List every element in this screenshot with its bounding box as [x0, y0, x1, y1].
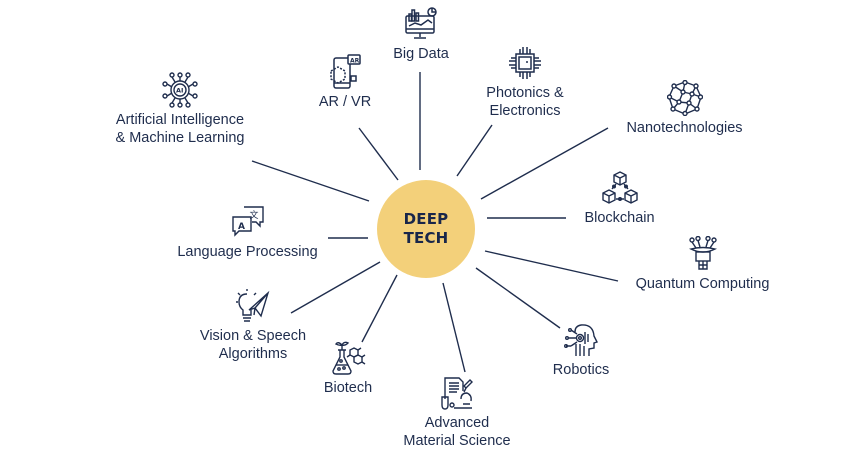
svg-text:A: A	[238, 222, 245, 232]
connector-vision	[290, 261, 381, 314]
blockchain-cubes-icon	[601, 171, 638, 204]
node-blockchain: Blockchain	[572, 170, 667, 227]
quantum-computer-icon	[688, 236, 717, 270]
microscope-document-icon	[441, 377, 473, 410]
node-label: Quantum Computing	[635, 276, 770, 292]
microchip-icon	[509, 47, 541, 79]
connector-nano	[480, 127, 609, 200]
node-label: Big Data	[393, 46, 449, 62]
deep-tech-hub: DEEP TECH	[377, 180, 475, 278]
ai-chip-icon: AI	[162, 72, 198, 108]
node-label: Biotech	[323, 380, 373, 396]
connector-photonics	[456, 124, 493, 177]
molecule-network-icon	[666, 80, 703, 116]
node-big-data: Big Data	[379, 6, 463, 63]
connector-ai-ml	[251, 160, 370, 202]
flask-molecule-icon	[332, 341, 366, 375]
hub-line-1: DEEP	[403, 210, 449, 228]
connector-ar-vr	[358, 127, 399, 181]
node-quantum: Quantum Computing	[620, 236, 785, 293]
connector-biotech	[361, 274, 398, 343]
hub-line-2: TECH	[403, 229, 449, 247]
node-nano: Nanotechnologies	[612, 80, 757, 137]
node-label-line-1: Photonics &	[486, 85, 564, 101]
svg-text:AI: AI	[176, 87, 183, 95]
node-material: Advanced Material Science	[387, 375, 527, 450]
node-label: Nanotechnologies	[626, 120, 743, 136]
robot-head-icon	[564, 324, 598, 356]
lightbulb-plane-icon	[236, 289, 270, 322]
ar-phone-icon: AR	[330, 54, 361, 89]
node-robotics: Robotics	[540, 322, 622, 379]
node-biotech: Biotech	[310, 340, 386, 397]
node-language: 文 A Language Processing	[160, 204, 335, 261]
node-label: Language Processing	[177, 244, 318, 260]
connector-material	[442, 282, 466, 373]
node-label-line-2: Electronics	[489, 103, 561, 119]
svg-text:文: 文	[249, 209, 258, 221]
node-label-line-2: Material Science	[403, 433, 511, 449]
node-label-line-1: Vision & Speech	[199, 328, 307, 344]
node-label: Blockchain	[584, 210, 655, 226]
svg-text:AR: AR	[350, 58, 360, 65]
node-label-line-2: & Machine Learning	[115, 130, 245, 146]
node-label: AR / VR	[318, 94, 372, 110]
monitor-chart-icon	[405, 7, 437, 39]
node-label: Robotics	[552, 362, 610, 378]
translate-bubbles-icon: 文 A	[231, 206, 264, 237]
node-vision: Vision & Speech Algorithms	[183, 288, 323, 363]
node-photonics: Photonics & Electronics	[470, 45, 580, 120]
node-ai-ml: AI Artificial Intelligence & Machine Lea…	[95, 72, 265, 147]
node-label-line-1: Advanced	[424, 415, 490, 431]
connector-robotics	[475, 267, 561, 329]
node-label-line-2: Algorithms	[218, 346, 288, 362]
node-label-line-1: Artificial Intelligence	[115, 112, 245, 128]
connector-quantum	[484, 250, 619, 282]
node-ar-vr: AR AR / VR	[305, 54, 385, 111]
